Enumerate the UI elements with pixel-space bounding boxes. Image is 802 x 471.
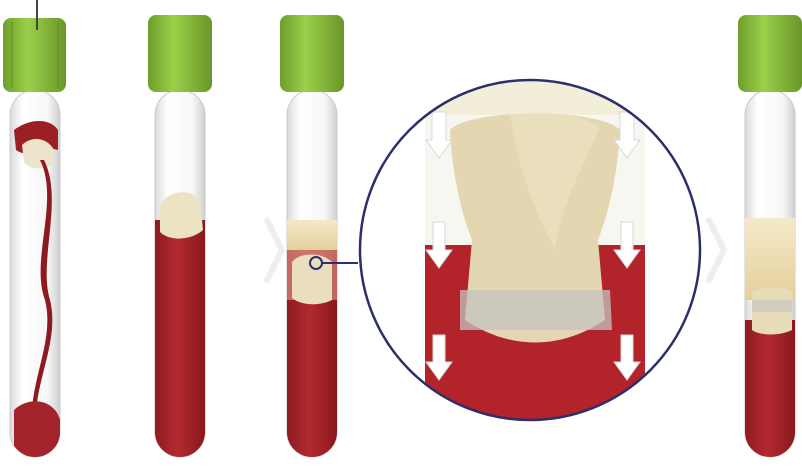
tube-4: [738, 15, 802, 460]
tube-cap: [280, 15, 344, 92]
tube-3: [280, 15, 358, 460]
blood-column: [287, 300, 337, 460]
tube-2: [148, 15, 212, 460]
plasma-layer: [287, 220, 337, 250]
tube-cap: [738, 15, 802, 92]
blood-column: [745, 320, 795, 460]
chevron-right-icon: [708, 218, 724, 282]
blood-pool: [14, 401, 60, 457]
blood-column: [155, 220, 205, 460]
tube-1: [3, 0, 66, 457]
separator-shadow: [460, 290, 612, 330]
tube-cap: [148, 15, 212, 92]
chevron-right-icon: [266, 218, 282, 282]
separator-gel: [292, 255, 332, 305]
separator-gel: [160, 192, 203, 238]
magnified-inset: [360, 80, 700, 425]
